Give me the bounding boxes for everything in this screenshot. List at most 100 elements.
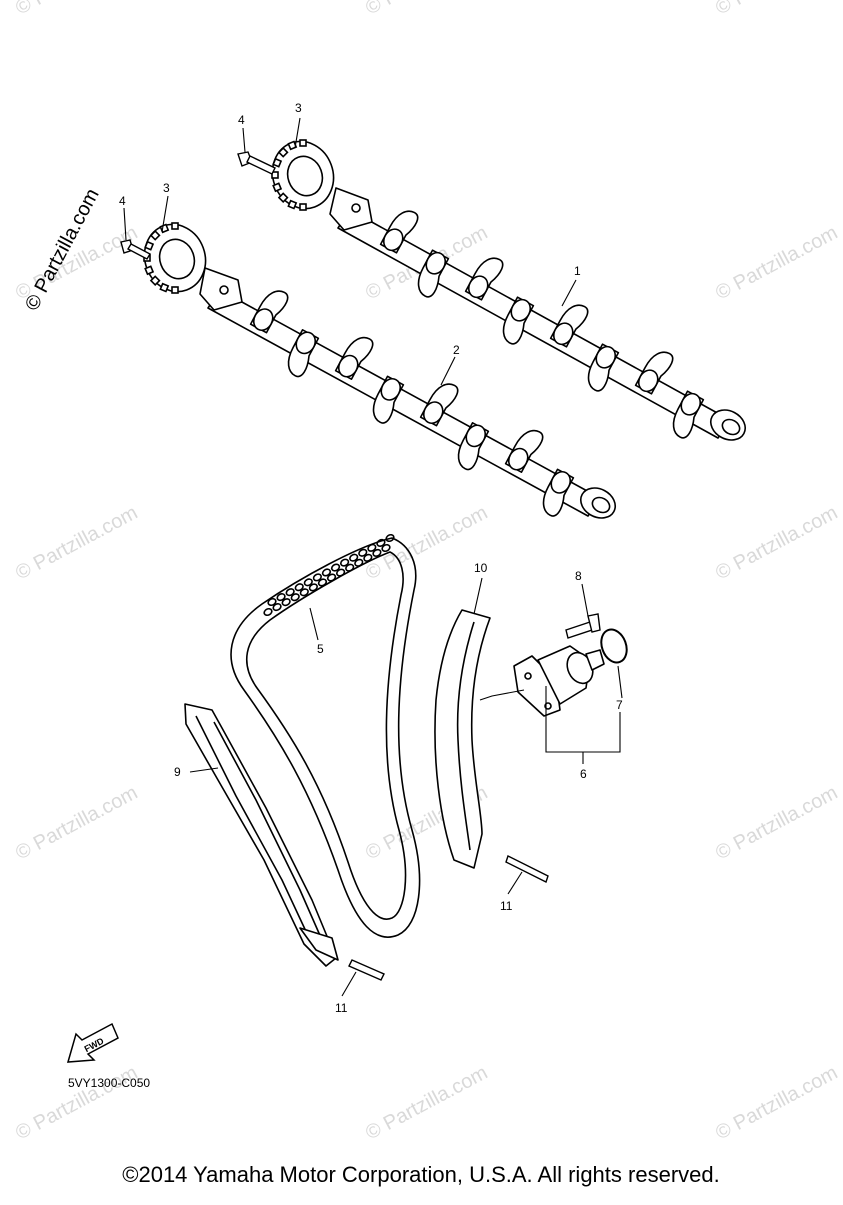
chain-link: [372, 548, 382, 557]
cam-lobe: [502, 296, 535, 345]
chain-link: [281, 598, 291, 607]
sprocket-tooth: [144, 265, 155, 276]
callout-7: 7: [616, 698, 623, 712]
cam-lobe: [419, 383, 459, 427]
sprocket-tooth: [299, 139, 307, 147]
cam-lobe: [672, 390, 705, 439]
chain-link: [326, 573, 337, 582]
chain-link: [276, 593, 286, 602]
guide-pin-left: [348, 959, 385, 981]
sprocket-bolt-upper: [237, 151, 276, 175]
callout-2: 2: [453, 343, 460, 357]
cam-chain: [230, 533, 421, 938]
watermark-layer: © Partzilla.com © Partzilla.com © Partzill…: [12, 0, 841, 1144]
sprocket-bolt-lower: [120, 239, 151, 260]
watermark-text: © Partzilla.com: [362, 1062, 491, 1145]
sprocket-tooth: [271, 171, 279, 179]
chain-guide-10: [434, 609, 491, 869]
copyright-notice: ©2014 Yamaha Motor Corporation, U.S.A. A…: [122, 1162, 719, 1187]
sprocket-tooth: [287, 199, 298, 210]
chain-link: [272, 603, 282, 612]
sprocket-tooth: [149, 275, 161, 287]
sprocket-tooth: [171, 222, 179, 230]
cam-sprocket-upper: [271, 139, 335, 211]
chain-link: [303, 578, 313, 587]
sprocket-tooth: [272, 157, 283, 168]
chain-link: [358, 548, 368, 557]
sprocket-tooth: [277, 192, 289, 204]
watermark-text: © Partzilla.com: [712, 782, 841, 865]
camshaft-1: [329, 187, 746, 441]
sprocket-tooth: [277, 146, 289, 158]
callout-4-upper: 4: [238, 113, 245, 127]
chain-link: [317, 578, 328, 587]
watermark-text: © Partzilla.com: [712, 1062, 841, 1145]
chain-link: [354, 558, 364, 567]
cam-lobe: [417, 249, 450, 298]
cam-lobe: [634, 351, 674, 395]
cam-lobe: [542, 468, 575, 517]
leader-lines: [123, 117, 623, 997]
chain-link: [349, 553, 359, 562]
sprocket-tooth: [159, 282, 170, 293]
forward-arrow-icon: FWD: [66, 1022, 119, 1063]
watermark-text: © Partzilla.com: [12, 782, 141, 865]
cam-lobe: [372, 375, 405, 424]
callout-5: 5: [317, 642, 324, 656]
chain-link: [267, 597, 277, 607]
watermark-text: © Partzilla.com: [712, 222, 841, 305]
chain-link: [321, 568, 332, 577]
cam-lobe: [287, 329, 320, 378]
chain-link: [263, 607, 273, 617]
chain-tensioner: [513, 645, 605, 717]
cam-lobe: [379, 210, 419, 254]
chain-link: [345, 563, 355, 572]
sprocket-tooth: [149, 229, 161, 241]
chain-link: [330, 563, 341, 572]
chain-link: [336, 568, 346, 577]
chain-link: [340, 558, 350, 567]
sprocket-tooth: [287, 140, 298, 151]
chain-link: [363, 553, 373, 562]
chain-link: [367, 543, 377, 552]
cam-lobe: [464, 257, 504, 301]
sprocket-tooth: [272, 182, 283, 193]
watermark-text: © Partzilla.com: [712, 0, 841, 19]
chain-link: [285, 588, 295, 597]
watermark-text: © Partzilla.com: [362, 502, 491, 585]
callout-3-upper: 3: [295, 101, 302, 115]
sprocket-tooth: [144, 240, 155, 251]
chain-link: [376, 538, 386, 547]
callout-10: 10: [474, 561, 488, 575]
chain-link: [385, 533, 395, 543]
cam-lobe: [549, 304, 589, 348]
chain-link: [308, 583, 318, 592]
cam-lobe: [587, 343, 620, 392]
cam-lobe: [334, 336, 374, 380]
diagram-code: 5VY1300-C050: [68, 1076, 150, 1090]
watermark-text: © Partzilla.com: [12, 502, 141, 585]
callout-11-left: 11: [335, 1001, 348, 1015]
callout-1: 1: [574, 264, 581, 278]
chain-link: [294, 583, 304, 592]
tensioner-bolt: [565, 613, 601, 639]
callout-9: 9: [174, 765, 181, 779]
camshaft-2: [199, 267, 616, 519]
guide-pin-right: [505, 855, 549, 883]
watermark-text: © Partzilla.com: [12, 0, 141, 19]
cam-lobe: [249, 290, 289, 334]
cam-lobe: [504, 429, 544, 473]
callout-4-lower: 4: [119, 194, 126, 208]
callout-11-right: 11: [500, 899, 513, 913]
chain-guide-9: [184, 703, 339, 967]
callout-3-lower: 3: [163, 181, 170, 195]
sprocket-tooth: [299, 203, 307, 211]
callout-8: 8: [575, 569, 582, 583]
cam-lobe: [457, 422, 490, 471]
watermark-text: © Partzilla.com: [12, 1062, 141, 1145]
chain-link: [381, 543, 391, 553]
chain-link: [290, 593, 300, 602]
watermark-text: © Partzilla.com: [712, 502, 841, 585]
sprocket-tooth: [159, 223, 170, 234]
